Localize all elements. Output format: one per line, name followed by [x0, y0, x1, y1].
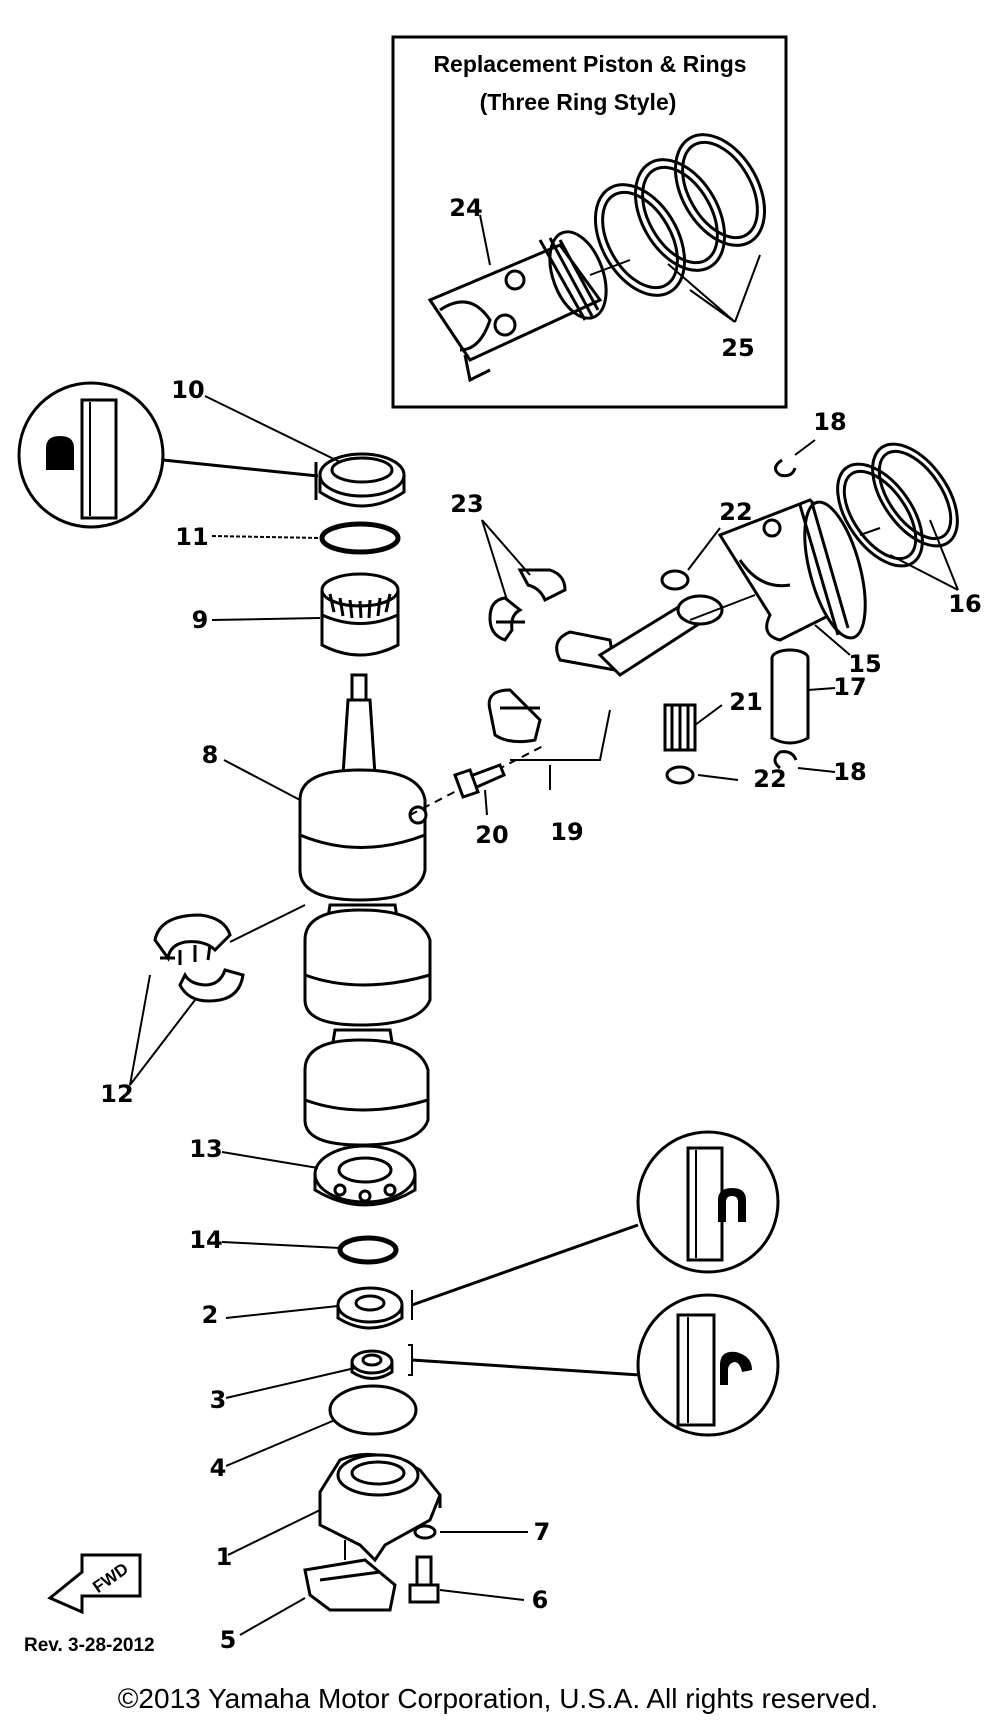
part-14-circlip	[337, 1235, 399, 1265]
part-23-needle-bearing	[488, 568, 567, 642]
part-1-lower-housing	[318, 1452, 442, 1563]
callout-23: 23	[450, 490, 483, 518]
part-7-washer	[413, 1524, 437, 1540]
part-22-thrust-washer-upper	[660, 569, 690, 591]
callout-7: 7	[534, 1518, 551, 1546]
callout-3: 3	[210, 1386, 227, 1414]
part-11-circlip	[319, 521, 401, 555]
part-4-o-ring	[328, 1384, 418, 1436]
part-2-oil-seal	[336, 1286, 404, 1330]
callout-6: 6	[532, 1586, 549, 1614]
part-6-bolt	[408, 1555, 440, 1604]
callout-9: 9	[192, 606, 209, 634]
inset-title: Replacement Piston & Rings	[433, 51, 746, 77]
part-12-main-bearing	[153, 913, 245, 1003]
inset-piston-24	[427, 230, 608, 383]
inset-subtitle: (Three Ring Style)	[480, 89, 677, 115]
callout-8: 8	[202, 741, 219, 769]
callout-16: 16	[948, 590, 981, 618]
part-21-small-end-bearing	[663, 703, 697, 752]
callout-17: 17	[833, 673, 866, 701]
callout-1: 1	[216, 1543, 233, 1571]
callout-2: 2	[202, 1301, 219, 1329]
callout-20: 20	[475, 821, 508, 849]
seal-detail-circle-middle	[411, 1130, 780, 1307]
part-13-ball-bearing	[313, 1144, 417, 1207]
part-9-needle-bearing	[320, 572, 400, 657]
inset-rings-25	[593, 133, 767, 297]
part-10-oil-seal	[314, 452, 406, 508]
replacement-piston-inset: Replacement Piston & Rings (Three Ring S…	[391, 35, 788, 409]
callout-18b: 18	[833, 758, 866, 786]
part-22-thrust-washer-lower	[665, 765, 695, 785]
part-15-piston	[717, 498, 867, 642]
part-16-piston-rings	[836, 442, 959, 568]
part-19-connecting-rod	[487, 594, 724, 744]
fwd-arrow-icon: FWD	[47, 1553, 142, 1615]
callout-22b: 22	[753, 765, 786, 793]
callout-24: 24	[449, 194, 482, 222]
part-17-piston-pin	[770, 648, 810, 745]
callout-10: 10	[171, 376, 204, 404]
callout-19: 19	[550, 818, 583, 846]
callout-18a: 18	[813, 408, 846, 436]
callout-14: 14	[189, 1226, 222, 1254]
callout-12: 12	[100, 1080, 133, 1108]
callout-13: 13	[189, 1135, 222, 1163]
callout-5: 5	[220, 1626, 237, 1654]
part-5-bracket	[303, 1558, 397, 1612]
part-20-bolt	[453, 763, 506, 799]
copyright-notice: ©2013 Yamaha Motor Corporation, U.S.A. A…	[118, 1683, 878, 1714]
revision-date: Rev. 3-28-2012	[24, 1635, 155, 1656]
part-8-crankshaft	[298, 673, 432, 1192]
part-18-clip-lower	[773, 750, 798, 770]
part-18-clip-upper	[774, 458, 797, 478]
callout-4: 4	[210, 1454, 227, 1482]
part-3-oil-seal	[350, 1349, 394, 1380]
callout-22a: 22	[719, 498, 752, 526]
seal-detail-circle-top	[17, 381, 319, 529]
callout-21: 21	[729, 688, 762, 716]
callout-15: 15	[848, 650, 881, 678]
seal-detail-circle-bottom	[411, 1293, 780, 1437]
callout-25: 25	[721, 334, 754, 362]
callout-11: 11	[175, 523, 208, 551]
